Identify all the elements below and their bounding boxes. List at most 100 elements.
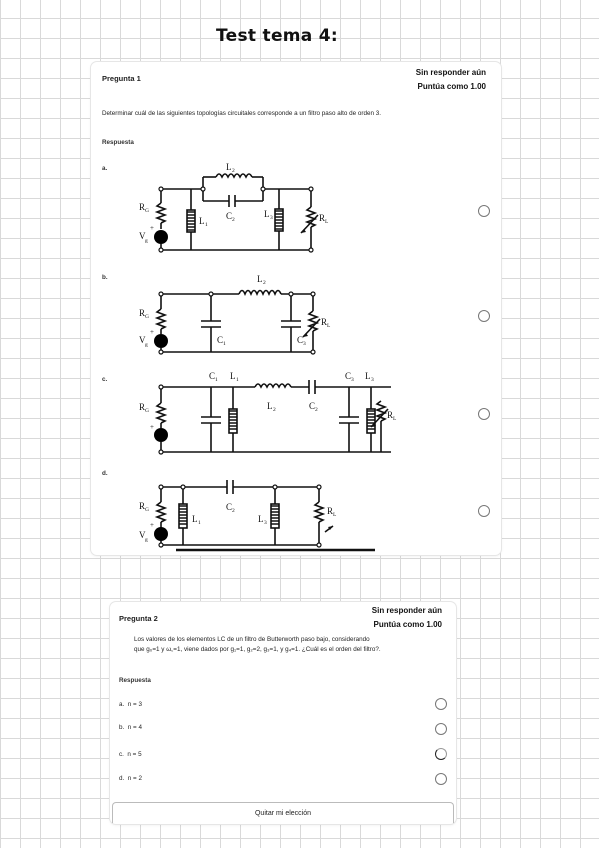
label-rl: R [387, 410, 393, 420]
q2-option-d-letter: d. [119, 775, 125, 782]
label-c3: C [297, 335, 303, 345]
question-1-title: Pregunta 1 [102, 74, 141, 83]
label-l2-sub: 2 [273, 407, 276, 413]
label-l2: L [267, 401, 273, 411]
label-vg-sub: g [145, 537, 148, 543]
question-2-status: Sin responder aún Puntúa como 1.00 [372, 604, 442, 632]
q2-option-b: b. n = 4 [119, 724, 142, 731]
q1-option-a-radio[interactable] [478, 205, 490, 217]
q2-option-d: d. n = 2 [119, 775, 142, 782]
label-l3: L [365, 371, 371, 381]
q2-option-c-radio[interactable] [435, 748, 447, 760]
label-l2: L [226, 162, 232, 172]
question-1-status: Sin responder aún Puntúa como 1.00 [416, 66, 486, 94]
q1-option-d-radio[interactable] [478, 505, 490, 517]
label-plus: + [150, 521, 154, 529]
label-l1: L [230, 371, 236, 381]
label-vg: V [139, 335, 146, 345]
q2-option-c: c. n = 5 [119, 751, 142, 758]
label-l1: L [192, 514, 198, 524]
label-rg: R [139, 402, 145, 412]
question-2-text-line1: Los valores de los elementos LC de un fi… [134, 636, 370, 643]
q1-option-a-letter: a. [102, 165, 108, 172]
q1-option-b-radio[interactable] [478, 310, 490, 322]
label-plus: + [150, 224, 154, 232]
question-1-answer-label: Respuesta [102, 139, 134, 146]
label-c2-sub: 2 [232, 508, 235, 514]
label-rl-sub: L [393, 416, 397, 422]
question-2-answer-label: Respuesta [119, 677, 151, 684]
label-c1-sub: 1 [215, 377, 218, 383]
label-l3-sub: 3 [264, 520, 267, 526]
label-c3-sub: 3 [303, 341, 306, 347]
label-l1: L [199, 216, 205, 226]
label-c2: C [309, 401, 315, 411]
clear-choice-button[interactable]: Quitar mi elección [112, 802, 454, 823]
label-rg-sub: G [145, 208, 149, 214]
label-rl-sub: L [327, 323, 331, 329]
q2-option-a-letter: a. [119, 701, 125, 708]
question-2-text-line2: que g₀=1 y ω꜀=1, viene dados por g₁=1, g… [134, 646, 381, 653]
label-c2-sub: 2 [315, 407, 318, 413]
q1-option-b-letter: b. [102, 274, 108, 281]
label-rg-sub: G [145, 314, 149, 320]
label-l3-sub: 3 [371, 377, 374, 383]
label-c2-sub: 2 [232, 217, 235, 223]
label-l3: L [258, 514, 264, 524]
q2-option-b-radio[interactable] [435, 723, 447, 735]
q2-option-a-text: n = 3 [127, 701, 142, 708]
label-rl: R [319, 213, 325, 223]
label-rg: R [139, 202, 145, 212]
label-l1-sub: 1 [236, 377, 239, 383]
label-rl-sub: L [333, 512, 337, 518]
label-l1-sub: 1 [198, 520, 201, 526]
label-vg: V [139, 231, 146, 241]
label-l1-sub: 1 [205, 222, 208, 228]
label-l2-sub: 2 [263, 280, 266, 286]
label-c1-sub: 1 [223, 341, 226, 347]
q2-option-b-letter: b. [119, 724, 125, 731]
label-vg-sub: g [145, 342, 148, 348]
label-c1: C [209, 371, 215, 381]
label-rg: R [139, 501, 145, 511]
question-1-card: Pregunta 1 Sin responder aún Puntúa como… [91, 62, 501, 555]
label-vg-sub: g [145, 238, 148, 244]
label-l3: L [264, 209, 270, 219]
question-2-text: Los valores de los elementos LC de un fi… [134, 635, 381, 655]
page-heading: Test tema 4: [216, 26, 339, 46]
label-vg: V [139, 530, 146, 540]
question-1-text: Determinar cuál de las siguientes topolo… [102, 110, 381, 117]
label-rl: R [321, 317, 327, 327]
question-2-score: Puntúa como 1.00 [373, 620, 442, 629]
label-c3-sub: 3 [351, 377, 354, 383]
label-plus: + [150, 328, 154, 336]
q2-option-a-radio[interactable] [435, 698, 447, 710]
q2-option-c-text: n = 5 [127, 751, 142, 758]
label-c3: C [345, 371, 351, 381]
label-rl-sub: L [325, 219, 329, 225]
label-c2: C [226, 502, 232, 512]
q1-option-c-letter: c. [102, 376, 108, 383]
q2-option-d-text: n = 2 [127, 775, 142, 782]
label-l2-sub: 2 [232, 168, 235, 174]
question-1-status-text: Sin responder aún [415, 68, 486, 77]
q2-option-b-text: n = 4 [127, 724, 142, 731]
q2-option-d-radio[interactable] [435, 773, 447, 785]
q2-option-c-letter: c. [119, 751, 124, 758]
q2-option-a: a. n = 3 [119, 701, 142, 708]
q1-option-d-letter: d. [102, 470, 108, 477]
label-l3-sub: 3 [270, 215, 273, 221]
label-rg-sub: G [145, 408, 149, 414]
label-rg-sub: G [145, 507, 149, 513]
question-2-status-text: Sin responder aún [371, 606, 442, 615]
label-l2: L [257, 274, 263, 284]
label-c1: C [217, 335, 223, 345]
label-rg: R [139, 308, 145, 318]
q1-option-c-radio[interactable] [478, 408, 490, 420]
question-1-score: Puntúa como 1.00 [417, 82, 486, 91]
